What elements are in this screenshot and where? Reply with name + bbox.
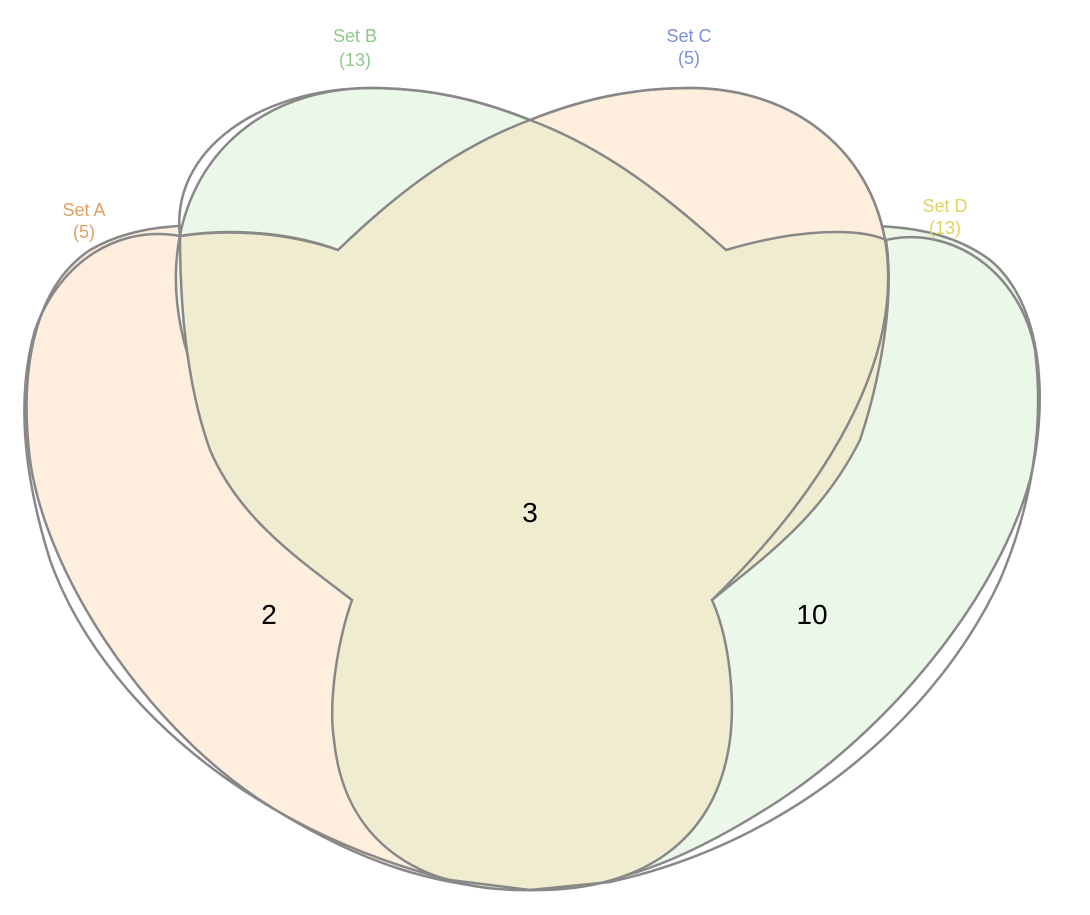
set-c-label: Set C [666, 26, 711, 46]
set-c-size: (5) [678, 48, 700, 68]
set-a-size: (5) [73, 222, 95, 242]
region-count-overlap: 3 [522, 497, 538, 528]
region-count-a-only: 2 [261, 599, 277, 630]
set-d-outline [529, 235, 1040, 892]
set-d-label: Set D [922, 196, 967, 216]
set-c-outline [529, 86, 890, 601]
set-b-outline [177, 86, 531, 252]
set-a-label: Set A [62, 200, 105, 220]
set-b-label: Set B [333, 26, 377, 46]
set-a-outline [23, 232, 531, 892]
overlap-region [178, 118, 890, 892]
set-d-size: (13) [929, 218, 961, 238]
region-count-d-only: 10 [796, 599, 827, 630]
set-b-size: (13) [339, 50, 371, 70]
